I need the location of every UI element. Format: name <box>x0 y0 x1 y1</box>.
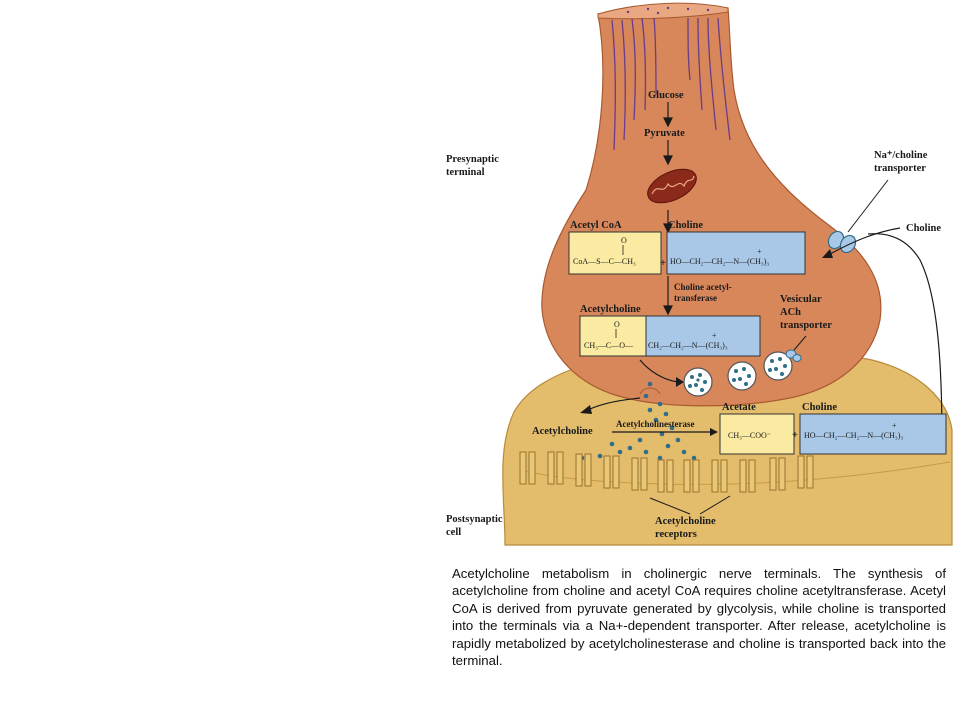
choline-charge-top: + <box>757 247 762 256</box>
to-vesicle-arrow <box>639 359 679 383</box>
label-glucose: Glucose <box>648 90 684 101</box>
label-acetate: Acetate <box>722 402 756 413</box>
exocytosis-pocket <box>639 387 661 395</box>
to-vesicle-arrowhead <box>676 377 684 387</box>
acetate-formula: CH₃—COO⁻ <box>728 431 771 440</box>
receptor-3 <box>575 453 592 487</box>
choline-charge-bottom: + <box>892 421 897 430</box>
choline-formula-top: HO—CH₂—CH₂—N—(CH₃)₃ <box>670 257 769 266</box>
acetyl-coa-box <box>568 231 662 275</box>
receptor-9 <box>739 459 756 493</box>
presynaptic-terminal <box>541 7 882 407</box>
choline-box-bottom <box>799 413 947 455</box>
label-vesicular-transporter: transporter <box>780 320 832 331</box>
axon-top-cap <box>597 2 729 20</box>
vesicle-2 <box>727 361 757 391</box>
label-enzyme-1: Choline acetyl- <box>674 282 732 292</box>
choline-formula-bottom: HO—CH₂—CH₂—N—(CH₃)₃ <box>804 431 903 440</box>
label-na-choline-transporter: transporter <box>874 163 926 174</box>
receptor-1 <box>519 451 536 485</box>
label-acetylcholine-cleft: Acetylcholine <box>532 426 593 437</box>
axon-top-dots <box>626 6 710 15</box>
choline-box-top <box>666 231 806 275</box>
label-ache: Acetylcholinesterase <box>616 419 694 429</box>
choline-return-line <box>867 233 943 446</box>
receptor-2 <box>547 451 564 485</box>
acetate-box <box>719 413 795 455</box>
receptor-10 <box>769 457 786 491</box>
acetylcholine-box-right <box>645 315 761 357</box>
na-choline-pointer <box>847 179 889 233</box>
receptor-8 <box>711 459 728 493</box>
label-postsynaptic: Postsynaptic <box>446 514 503 525</box>
label-ach: ACh <box>780 307 801 318</box>
acetylcholine-formula-right: CH₂—CH₂—N—(CH₃)₃ <box>648 341 728 350</box>
vesicle-3 <box>763 351 793 381</box>
receptor-4 <box>603 455 620 489</box>
vesicular-pointer <box>793 335 807 351</box>
acetyl-coa-formula-o: O <box>621 236 627 245</box>
acetylcholine-receptors <box>519 451 814 493</box>
label-choline-top: Choline <box>668 220 703 231</box>
mitochondrion-icon <box>647 168 697 204</box>
label-choline-bottom: Choline <box>802 402 837 413</box>
label-na-choline: Na⁺/choline <box>874 150 928 161</box>
plus-sign-bottom: + <box>792 430 798 441</box>
acetylcholine-formula-left: CH₃—C—O— <box>584 341 634 350</box>
label-terminal: terminal <box>446 167 485 178</box>
release-arrowhead <box>580 405 592 414</box>
acetylcholine-charge: + <box>712 331 717 340</box>
receptor-11 <box>797 455 814 489</box>
choline-uptake-arrowhead <box>822 249 833 258</box>
label-pyruvate: Pyruvate <box>644 128 685 139</box>
label-acetyl-coa: Acetyl CoA <box>570 220 622 231</box>
label-enzyme-2: transferase <box>674 293 717 303</box>
acetylcholine-diagram: O CoA—S—C—CH₃ + HO—CH₂—CH₂—N—(CH₃)₃ + O … <box>446 2 953 546</box>
receptor-5 <box>631 457 648 491</box>
label-vesicular: Vesicular <box>780 294 822 305</box>
label-receptors-2: receptors <box>655 529 697 540</box>
axon-fibers <box>611 17 731 151</box>
ache-arrowhead <box>710 428 718 436</box>
released-ach-dots <box>579 381 697 461</box>
plus-sign-top: + <box>660 258 666 269</box>
vesicular-transporter-icon <box>785 349 802 362</box>
glycolysis-arrows <box>663 102 673 234</box>
label-cell: cell <box>446 527 461 538</box>
receptor-6 <box>657 459 674 493</box>
label-acetylcholine-top: Acetylcholine <box>580 304 641 315</box>
postsynaptic-inner-edge <box>519 461 951 485</box>
chat-arrow <box>663 276 673 316</box>
synaptic-vesicles <box>683 349 802 397</box>
label-choline-right: Choline <box>906 223 941 234</box>
vesicle-1 <box>683 367 713 397</box>
receptor-7 <box>683 459 700 493</box>
label-presynaptic: Presynaptic <box>446 154 499 165</box>
receptor-pointers <box>649 495 731 515</box>
acetylcholine-box-left <box>579 315 647 357</box>
na-choline-transporter-icon <box>827 230 857 254</box>
label-receptors-1: Acetylcholine <box>655 516 716 527</box>
release-arrow <box>587 397 641 411</box>
choline-uptake-arrow <box>829 227 901 255</box>
figure-caption: Acetylcholine metabolism in cholinergic … <box>452 566 946 669</box>
acetyl-coa-formula: CoA—S—C—CH₃ <box>573 257 636 266</box>
acetylcholine-formula-o: O <box>614 320 620 329</box>
